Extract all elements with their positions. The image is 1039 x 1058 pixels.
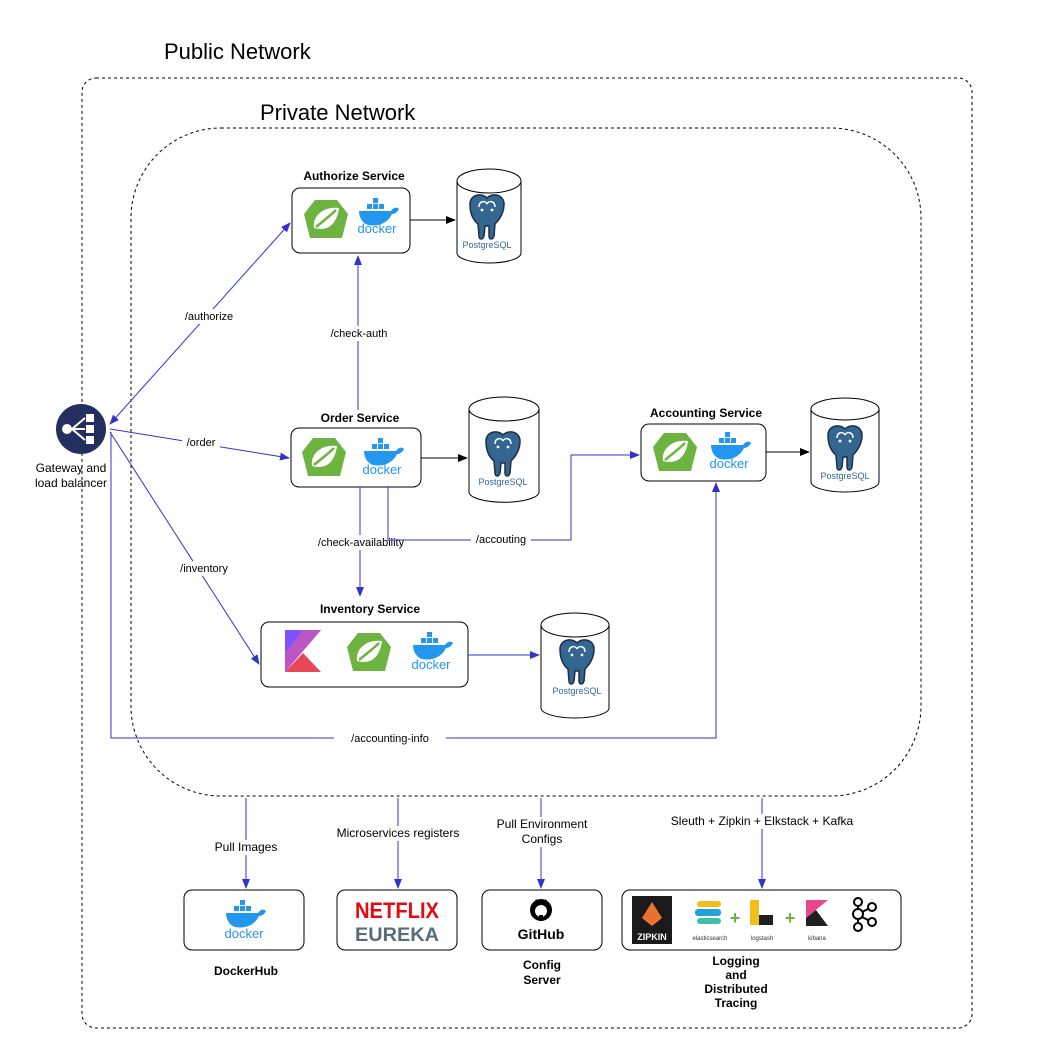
gateway-load-balancer[interactable]: Gateway and load balancer [35,404,107,490]
public-network-title: Public Network [164,39,312,64]
github-logo-text: GitHub [518,926,565,942]
spring-boot-icon [651,431,699,473]
postgresql-logo-text: PostgreSQL [552,686,601,696]
pull-configs-label-1: Pull Environment [497,817,588,831]
accounting-service[interactable]: Accounting Service docker [640,406,767,482]
accounting-edge-label: /accouting [476,534,526,546]
logstash-icon: logstash [750,900,773,942]
eureka-box[interactable]: NETFLIX EUREKA [336,889,458,951]
kibana-icon: kibana [806,900,828,942]
config-server-caption-2: Server [523,973,561,987]
postgresql-logo-text: PostgreSQL [462,240,511,250]
logging-caption-4: Tracing [715,996,758,1010]
postgresql-logo-text: PostgreSQL [820,471,869,481]
tracing-label: Sleuth + Zipkin + Elkstack + Kafka [671,814,854,828]
registers-label: Microservices registers [337,826,460,840]
logging-caption-3: Distributed [704,982,767,996]
pull-images-label: Pull Images [215,840,278,854]
logging-caption-2: and [725,968,746,982]
eureka-logo-text: EUREKA [355,925,439,946]
dockerhub-caption: DockerHub [214,964,278,978]
order-service-title: Order Service [321,411,400,425]
docker-logo-text: docker [357,221,397,236]
authorize-service[interactable]: Authorize Service docker [291,169,411,254]
docker-logo-text: docker [362,462,402,477]
dockerhub-box[interactable]: docker [183,889,305,951]
docker-logo-text: docker [411,657,451,672]
order-service[interactable]: Order Service docker [290,411,422,488]
authorize-edge-label: /authorize [185,311,233,323]
private-network-title: Private Network [260,100,416,125]
logstash-logo-text: logstash [751,936,773,942]
plus-icon: + [785,908,796,928]
postgresql-logo-text: PostgreSQL [478,477,527,487]
spring-boot-icon [302,198,350,240]
spring-boot-icon [300,436,348,478]
authorize-postgres-db: PostgreSQL [456,168,522,264]
kibana-logo-text: kibana [808,936,826,942]
inventory-edge-label: /inventory [180,563,228,575]
inventory-edge [109,431,260,665]
elasticsearch-logo-text: elasticsearch [692,936,727,942]
accounting-edge [387,451,640,541]
check-availability-edge-label: /check-availability [318,537,405,549]
public-network-zone [81,77,973,1029]
inventory-service-title: Inventory Service [320,602,420,616]
order-postgres-db: PostgreSQL [468,396,540,503]
inventory-postgres-db: PostgreSQL [540,612,610,719]
spring-boot-icon [345,631,393,673]
check-auth-edge-label: /check-auth [331,328,388,340]
docker-logo-text: docker [709,456,749,471]
logging-tracing-box[interactable]: ZIPKIN elasticsearch + logstash + kibana [621,889,902,951]
gateway-label-line1: Gateway and [36,461,107,475]
github-box[interactable]: GitHub [481,889,603,951]
accounting-info-edge-label: /accounting-info [351,733,429,745]
plus-icon: + [730,908,741,928]
elasticsearch-icon: elasticsearch [692,901,728,942]
logging-caption-1: Logging [712,954,759,968]
accounting-service-title: Accounting Service [650,406,762,420]
pull-configs-label-2: Configs [522,832,563,846]
config-server-caption-1: Config [523,958,561,972]
order-edge-label: /order [187,437,216,449]
accounting-postgres-db: PostgreSQL [810,397,880,493]
kafka-icon [852,897,877,932]
gateway-label-line2: load balancer [35,476,107,490]
docker-logo-text: docker [224,926,264,941]
inventory-service[interactable]: Inventory Service docker [260,602,469,688]
zipkin-logo-text: ZIPKIN [637,932,667,942]
zipkin-icon: ZIPKIN [632,896,672,944]
github-icon [530,899,552,921]
authorize-service-title: Authorize Service [303,169,405,183]
netflix-logo-text: NETFLIX [355,898,439,923]
